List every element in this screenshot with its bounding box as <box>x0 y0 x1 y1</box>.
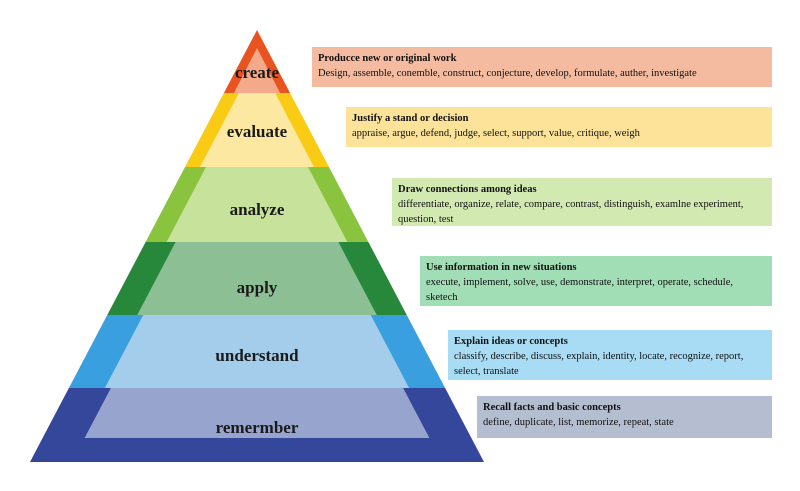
description-title-apply: Use information in new situations <box>426 262 577 273</box>
pyramid-label-create: create <box>235 63 279 82</box>
pyramid-label-understand: understand <box>215 346 299 365</box>
pyramid-level-evaluate: evaluate <box>185 93 329 167</box>
description-verbs-analyze: differentiate, organize, relate, compare… <box>398 199 744 225</box>
pyramid-panel-understand <box>104 315 410 388</box>
pyramid-level-remember: remermber <box>30 388 484 462</box>
pyramid-panel-analyze <box>166 167 348 242</box>
pyramid-label-remember: remermber <box>216 418 299 437</box>
description-verbs-apply: execute, implement, solve, use, demonstr… <box>426 277 734 303</box>
pyramid-level-understand: understand <box>68 315 446 388</box>
description-title-create: Producce new or original work <box>318 53 457 64</box>
pyramid-level-apply: apply <box>107 242 407 315</box>
pyramid-label-apply: apply <box>237 278 278 297</box>
description-title-evaluate: Justify a stand or decision <box>352 113 469 124</box>
description-title-remember: Recall facts and basic concepts <box>483 402 621 413</box>
pyramid-panel-evaluate <box>200 93 314 167</box>
pyramid-panel-apply <box>137 242 377 315</box>
description-remember: Recall facts and basic concepts define, … <box>477 396 772 438</box>
description-understand: Explain ideas or concepts classify, desc… <box>448 330 772 380</box>
description-title-understand: Explain ideas or concepts <box>454 336 568 347</box>
description-verbs-remember: define, duplicate, list, memorize, repea… <box>483 417 674 428</box>
description-verbs-create: Design, assemble, conemble, construct, c… <box>318 68 697 79</box>
description-analyze: Draw connections among ideas differentia… <box>392 178 772 226</box>
pyramid-panel-remember <box>84 388 430 438</box>
description-create: Producce new or original work Design, as… <box>312 47 772 87</box>
description-verbs-understand: classify, describe, discuss, explain, id… <box>454 351 744 377</box>
pyramid-label-evaluate: evaluate <box>227 122 288 141</box>
pyramid-panel-create <box>233 48 281 93</box>
description-title-analyze: Draw connections among ideas <box>398 184 537 195</box>
pyramid-label-analyze: analyze <box>230 200 285 219</box>
description-evaluate: Justify a stand or decision appraise, ar… <box>346 107 772 147</box>
description-verbs-evaluate: appraise, argue, defend, judge, select, … <box>352 128 640 139</box>
description-apply: Use information in new situations execut… <box>420 256 772 306</box>
pyramid-level-create: create <box>223 30 291 93</box>
pyramid-level-analyze: analyze <box>145 167 369 242</box>
